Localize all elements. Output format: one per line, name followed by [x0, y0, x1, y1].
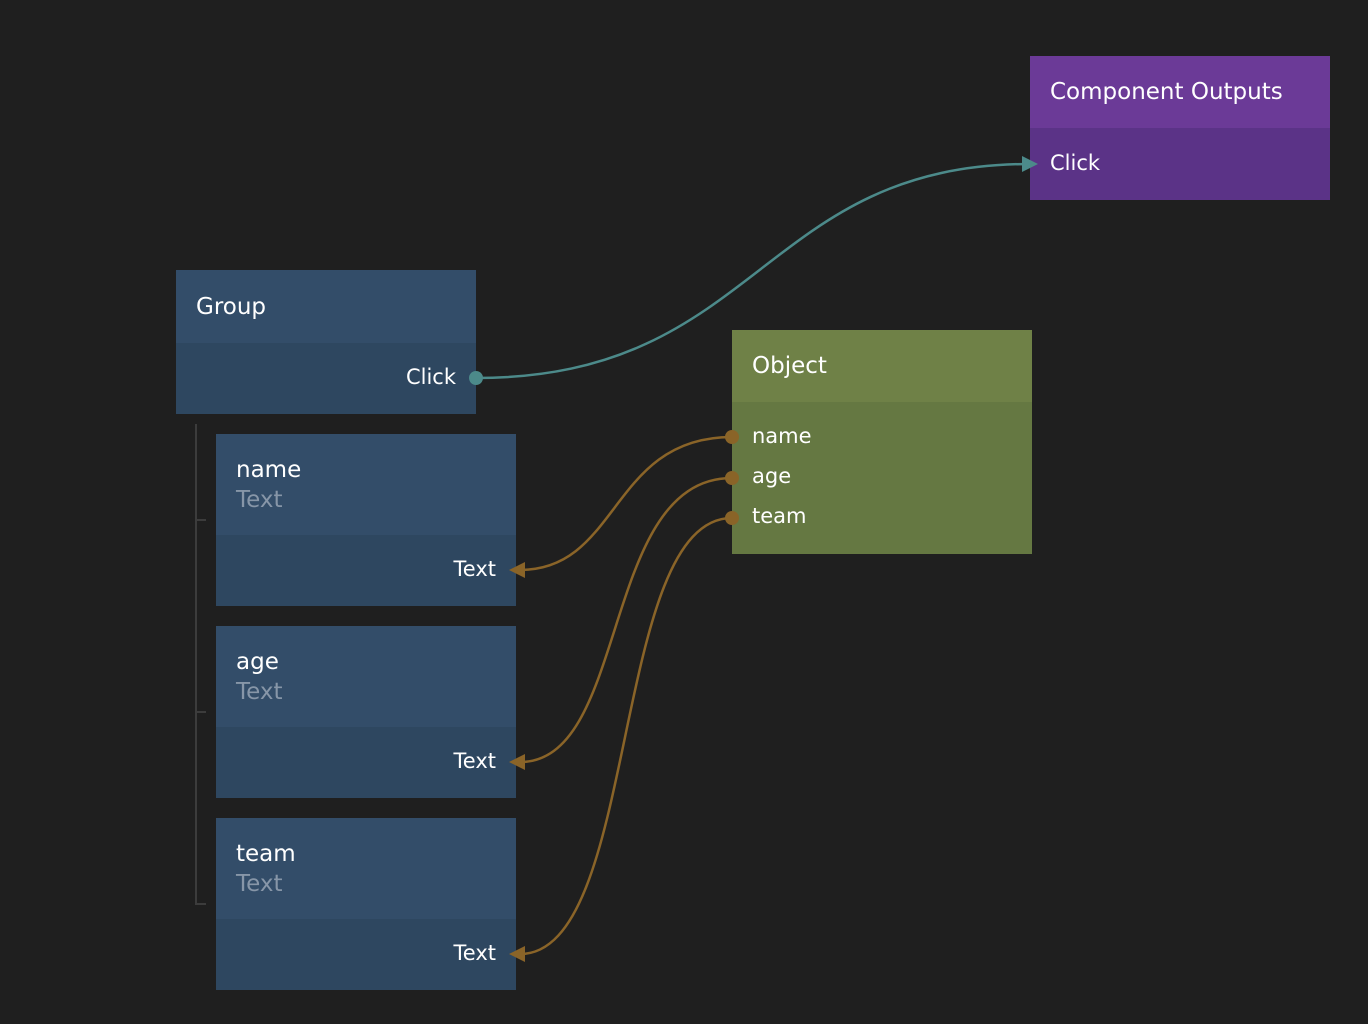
group-node-title: Group	[196, 293, 267, 320]
text-node-team-header[interactable]: team Text	[216, 818, 516, 919]
group-click-port-label[interactable]: Click	[405, 365, 456, 389]
text-node-age-header[interactable]: age Text	[216, 626, 516, 727]
object-node-body: name age team	[732, 402, 1032, 554]
text-node-name-header[interactable]: name Text	[216, 434, 516, 535]
text-node-team-type: Text	[236, 870, 283, 897]
text-node-age-body: Text	[216, 727, 516, 798]
text-node-name-type: Text	[236, 486, 283, 513]
component-outputs-title: Component Outputs	[1050, 79, 1283, 105]
object-team-port-label[interactable]: team	[752, 504, 807, 528]
text-node-age-port-label[interactable]: Text	[453, 749, 496, 773]
object-node-title: Object	[752, 353, 827, 379]
text-node-team-port-label[interactable]: Text	[453, 941, 496, 965]
component-outputs-body: Click	[1030, 128, 1330, 200]
text-node-age-title: age	[236, 648, 279, 675]
object-age-port-label[interactable]: age	[752, 464, 792, 488]
text-node-name[interactable]: name Text Text	[216, 434, 516, 606]
wire-object-team-to-team-text[interactable]	[519, 516, 733, 956]
wire-object-age-to-age-text[interactable]	[519, 476, 733, 764]
component-outputs-node[interactable]: Component Outputs Click	[1030, 56, 1330, 200]
text-node-age[interactable]: age Text Text	[216, 626, 516, 798]
hierarchy-trunk	[195, 424, 206, 905]
object-node[interactable]: Object name age team	[732, 330, 1032, 554]
group-node-header[interactable]: Group	[176, 270, 476, 343]
text-node-team-body: Text	[216, 919, 516, 990]
object-name-port-label[interactable]: name	[752, 424, 812, 448]
text-node-name-title: name	[236, 456, 302, 483]
component-outputs-click-port-label[interactable]: Click	[1050, 151, 1101, 175]
text-node-team[interactable]: team Text Text	[216, 818, 516, 990]
text-node-name-body: Text	[216, 535, 516, 606]
text-node-age-type: Text	[236, 678, 283, 705]
text-node-team-title: team	[236, 840, 296, 867]
wire-object-name-to-name-text[interactable]	[519, 435, 733, 572]
group-node-body: Click	[176, 343, 476, 414]
group-node[interactable]: Group Click	[176, 270, 476, 414]
text-node-name-port-label[interactable]: Text	[453, 557, 496, 581]
component-outputs-header[interactable]: Component Outputs	[1030, 56, 1330, 128]
object-node-header[interactable]: Object	[732, 330, 1032, 402]
